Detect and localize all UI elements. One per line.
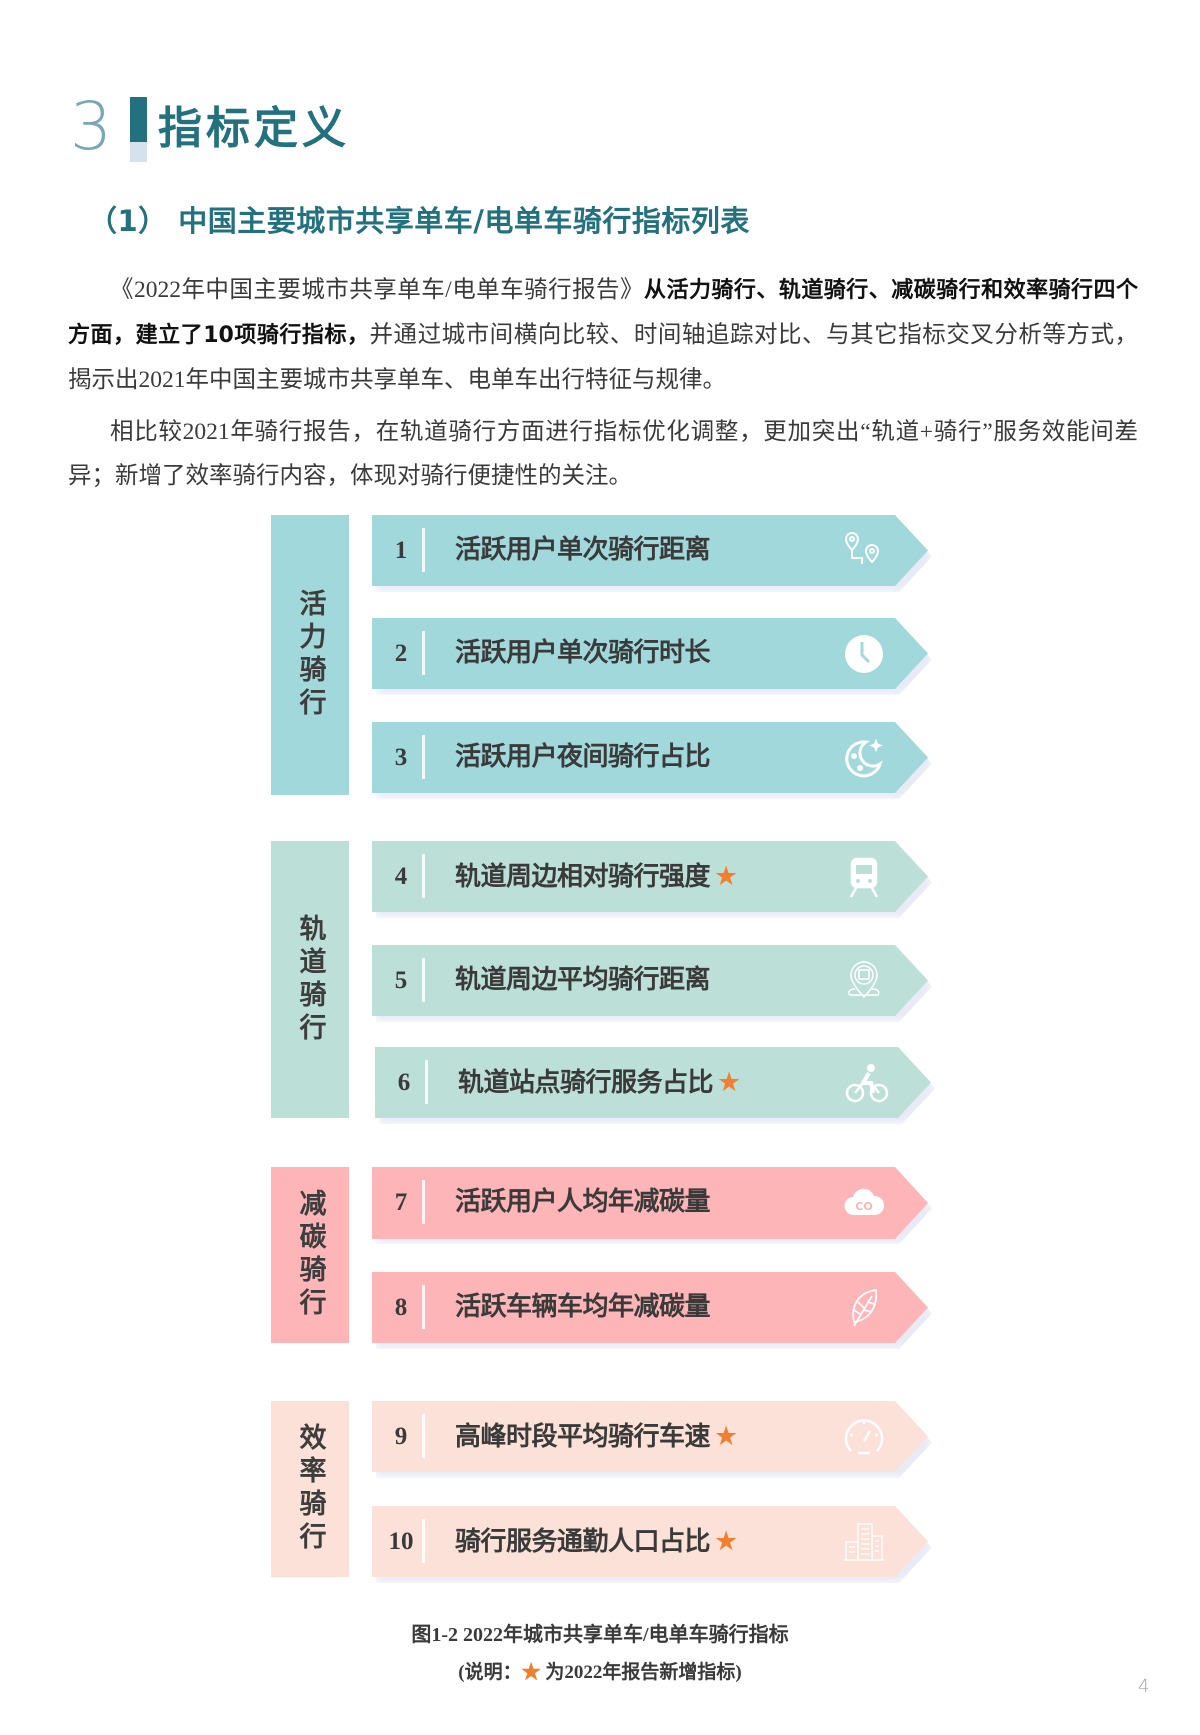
divider: [422, 735, 425, 779]
indicator-1: 1 活跃用户单次骑行距离: [372, 515, 932, 592]
divider: [422, 1519, 425, 1563]
new-indicator-star-icon: ★: [717, 1067, 741, 1098]
indicator-number: 6: [397, 1069, 411, 1096]
group-label-carbon: 减碳骑行: [271, 1167, 349, 1343]
figure-note: (说明：★ 为2022年报告新增指标): [458, 1662, 742, 1683]
indicator-3: 3 活跃用户夜间骑行占比: [372, 722, 932, 799]
section-accent-bar: [130, 97, 147, 142]
train-icon: [849, 857, 879, 898]
divider: [422, 631, 425, 675]
divider: [422, 958, 425, 1002]
indicator-label: 活跃用户夜间骑行占比: [455, 742, 711, 772]
body-text: 并通过城市间横向比较、时间轴追踪对比、与其它指标交叉分析等方式，揭示出2021年…: [68, 322, 1138, 393]
divider: [422, 1180, 425, 1224]
indicator-number: 5: [394, 967, 408, 994]
divider: [425, 1060, 428, 1104]
indicator-label: 轨道周边平均骑行距离: [455, 965, 711, 995]
section-title: 指标定义: [158, 103, 350, 154]
indicator-label: 骑行服务通勤人口占比★: [455, 1526, 738, 1557]
indicator-7: 7 活跃用户人均年减碳量 CO: [372, 1167, 932, 1244]
group-label-text: 轨道骑行: [294, 913, 326, 1046]
moon-night-icon: [845, 738, 883, 778]
co2-cloud-icon: CO: [844, 1188, 885, 1216]
intro-paragraph: 《2022年中国主要城市共享单车/电单车骑行报告》从活力骑行、轨道骑行、减碳骑行…: [68, 268, 1138, 402]
indicator-number: 1: [394, 537, 408, 564]
new-indicator-star-icon: ★: [714, 1526, 738, 1557]
group-label-vitality: 活力骑行: [271, 515, 349, 795]
section-number: 3: [70, 88, 112, 165]
indicator-number: 7: [394, 1189, 408, 1216]
indicator-label: 轨道站点骑行服务占比★: [458, 1067, 741, 1098]
comparison-paragraph: 相比较2021年骑行报告，在轨道骑行方面进行指标优化调整，更加突出“轨道+骑行”…: [68, 419, 1138, 489]
indicator-number: 3: [394, 744, 408, 771]
indicator-number: 10: [388, 1528, 414, 1555]
indicator-6: 6 轨道站点骑行服务占比★: [375, 1047, 935, 1124]
group-label-text: 减碳骑行: [294, 1189, 326, 1321]
indicator-2: 2 活跃用户单次骑行时长: [372, 618, 932, 695]
indicator-10: 10 骑行服务通勤人口占比★: [372, 1506, 932, 1583]
divider: [422, 1414, 425, 1458]
indicator-number: 9: [394, 1423, 408, 1450]
page-number: 4: [1138, 1676, 1150, 1697]
buildings-icon: [844, 1523, 884, 1561]
group-label-text: 效率骑行: [294, 1423, 326, 1555]
indicator-number: 2: [394, 640, 408, 667]
indicator-8: 8 活跃车辆车均年减碳量: [372, 1272, 932, 1349]
indicator-number: 4: [394, 863, 408, 890]
group-label-efficiency: 效率骑行: [271, 1401, 349, 1577]
indicator-label: 高峰时段平均骑行车速★: [455, 1421, 738, 1452]
divider: [422, 528, 425, 572]
highlight-text: 从活力骑行、轨道骑行、减碳骑行和效率骑行四个方面，建立了10项骑行指标，: [68, 278, 1138, 348]
divider: [422, 1285, 425, 1329]
indicator-5: 5 轨道周边平均骑行距离: [372, 945, 932, 1022]
indicator-label: 活跃用户单次骑行时长: [455, 638, 711, 668]
indicator-label: 活跃车辆车均年减碳量: [455, 1292, 711, 1322]
indicator-4: 4 轨道周边相对骑行强度★: [372, 841, 932, 918]
indicator-number: 8: [394, 1294, 408, 1321]
route-pins-icon: [844, 531, 880, 564]
divider: [422, 854, 425, 898]
indicator-label: 活跃用户单次骑行距离: [455, 535, 711, 565]
subsection-title: （1） 中国主要城市共享单车/电单车骑行指标列表: [88, 204, 750, 238]
indicator-9: 9 高峰时段平均骑行车速★: [372, 1401, 932, 1478]
metro-location-icon: [848, 961, 880, 999]
group-label-text: 活力骑行: [294, 589, 326, 721]
group-label-rail: 轨道骑行: [271, 841, 349, 1118]
svg-text:CO: CO: [855, 1200, 872, 1213]
section-accent-bar-light: [130, 142, 147, 162]
new-indicator-star-icon: ★: [714, 861, 738, 892]
indicator-label: 活跃用户人均年减碳量: [455, 1187, 711, 1217]
leaf-icon: [852, 1288, 878, 1327]
star-icon: ★: [521, 1662, 541, 1683]
new-indicator-star-icon: ★: [714, 1421, 738, 1452]
report-title-text: 《2022年中国主要城市共享单车/电单车骑行报告》: [110, 277, 644, 303]
figure-caption: 图1-2 2022年城市共享单车/电单车骑行指标: [411, 1624, 789, 1646]
speedometer-icon: [844, 1419, 884, 1455]
cyclist-icon: [845, 1064, 889, 1103]
indicator-label: 轨道周边相对骑行强度★: [455, 861, 738, 892]
clock-icon: [845, 635, 883, 673]
